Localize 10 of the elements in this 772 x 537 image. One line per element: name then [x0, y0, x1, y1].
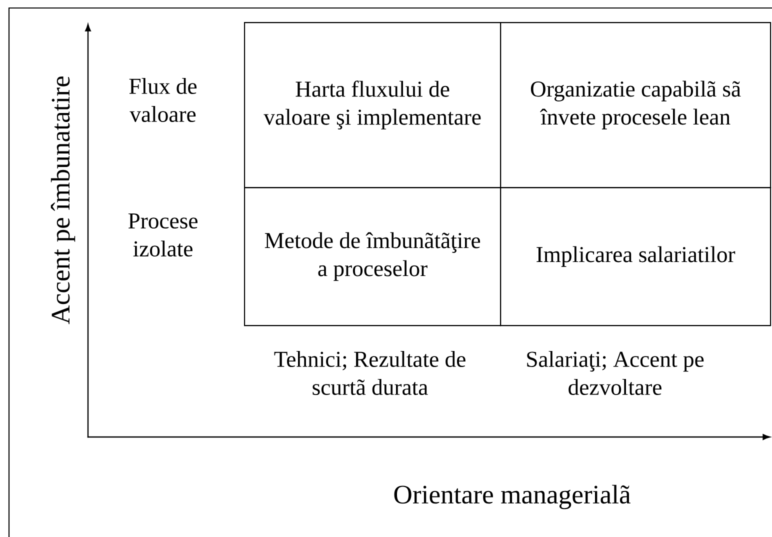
- axis-title: Orientare managerialã: [394, 484, 630, 510]
- column-label: Tehnici; Rezultate de scurtã durata: [274, 351, 466, 395]
- matrix-cell: Harta fluxului de valoare şi implementare: [244, 22, 502, 188]
- matrix-cell: Metode de îmbunãtãţire a proceselor: [244, 187, 502, 326]
- column-label: Salariaţi; Accent pe dezvoltare: [527, 351, 704, 395]
- row-label: Procese izolate: [128, 213, 198, 257]
- axis-title: Accent pe îmbunatatire: [50, 76, 76, 324]
- matrix-cell: Implicarea salariatilor: [500, 187, 772, 326]
- row-label: Flux de valoare: [129, 78, 197, 122]
- matrix-cell: Organizatie capabilã sã învete procesele lean: [500, 22, 772, 188]
